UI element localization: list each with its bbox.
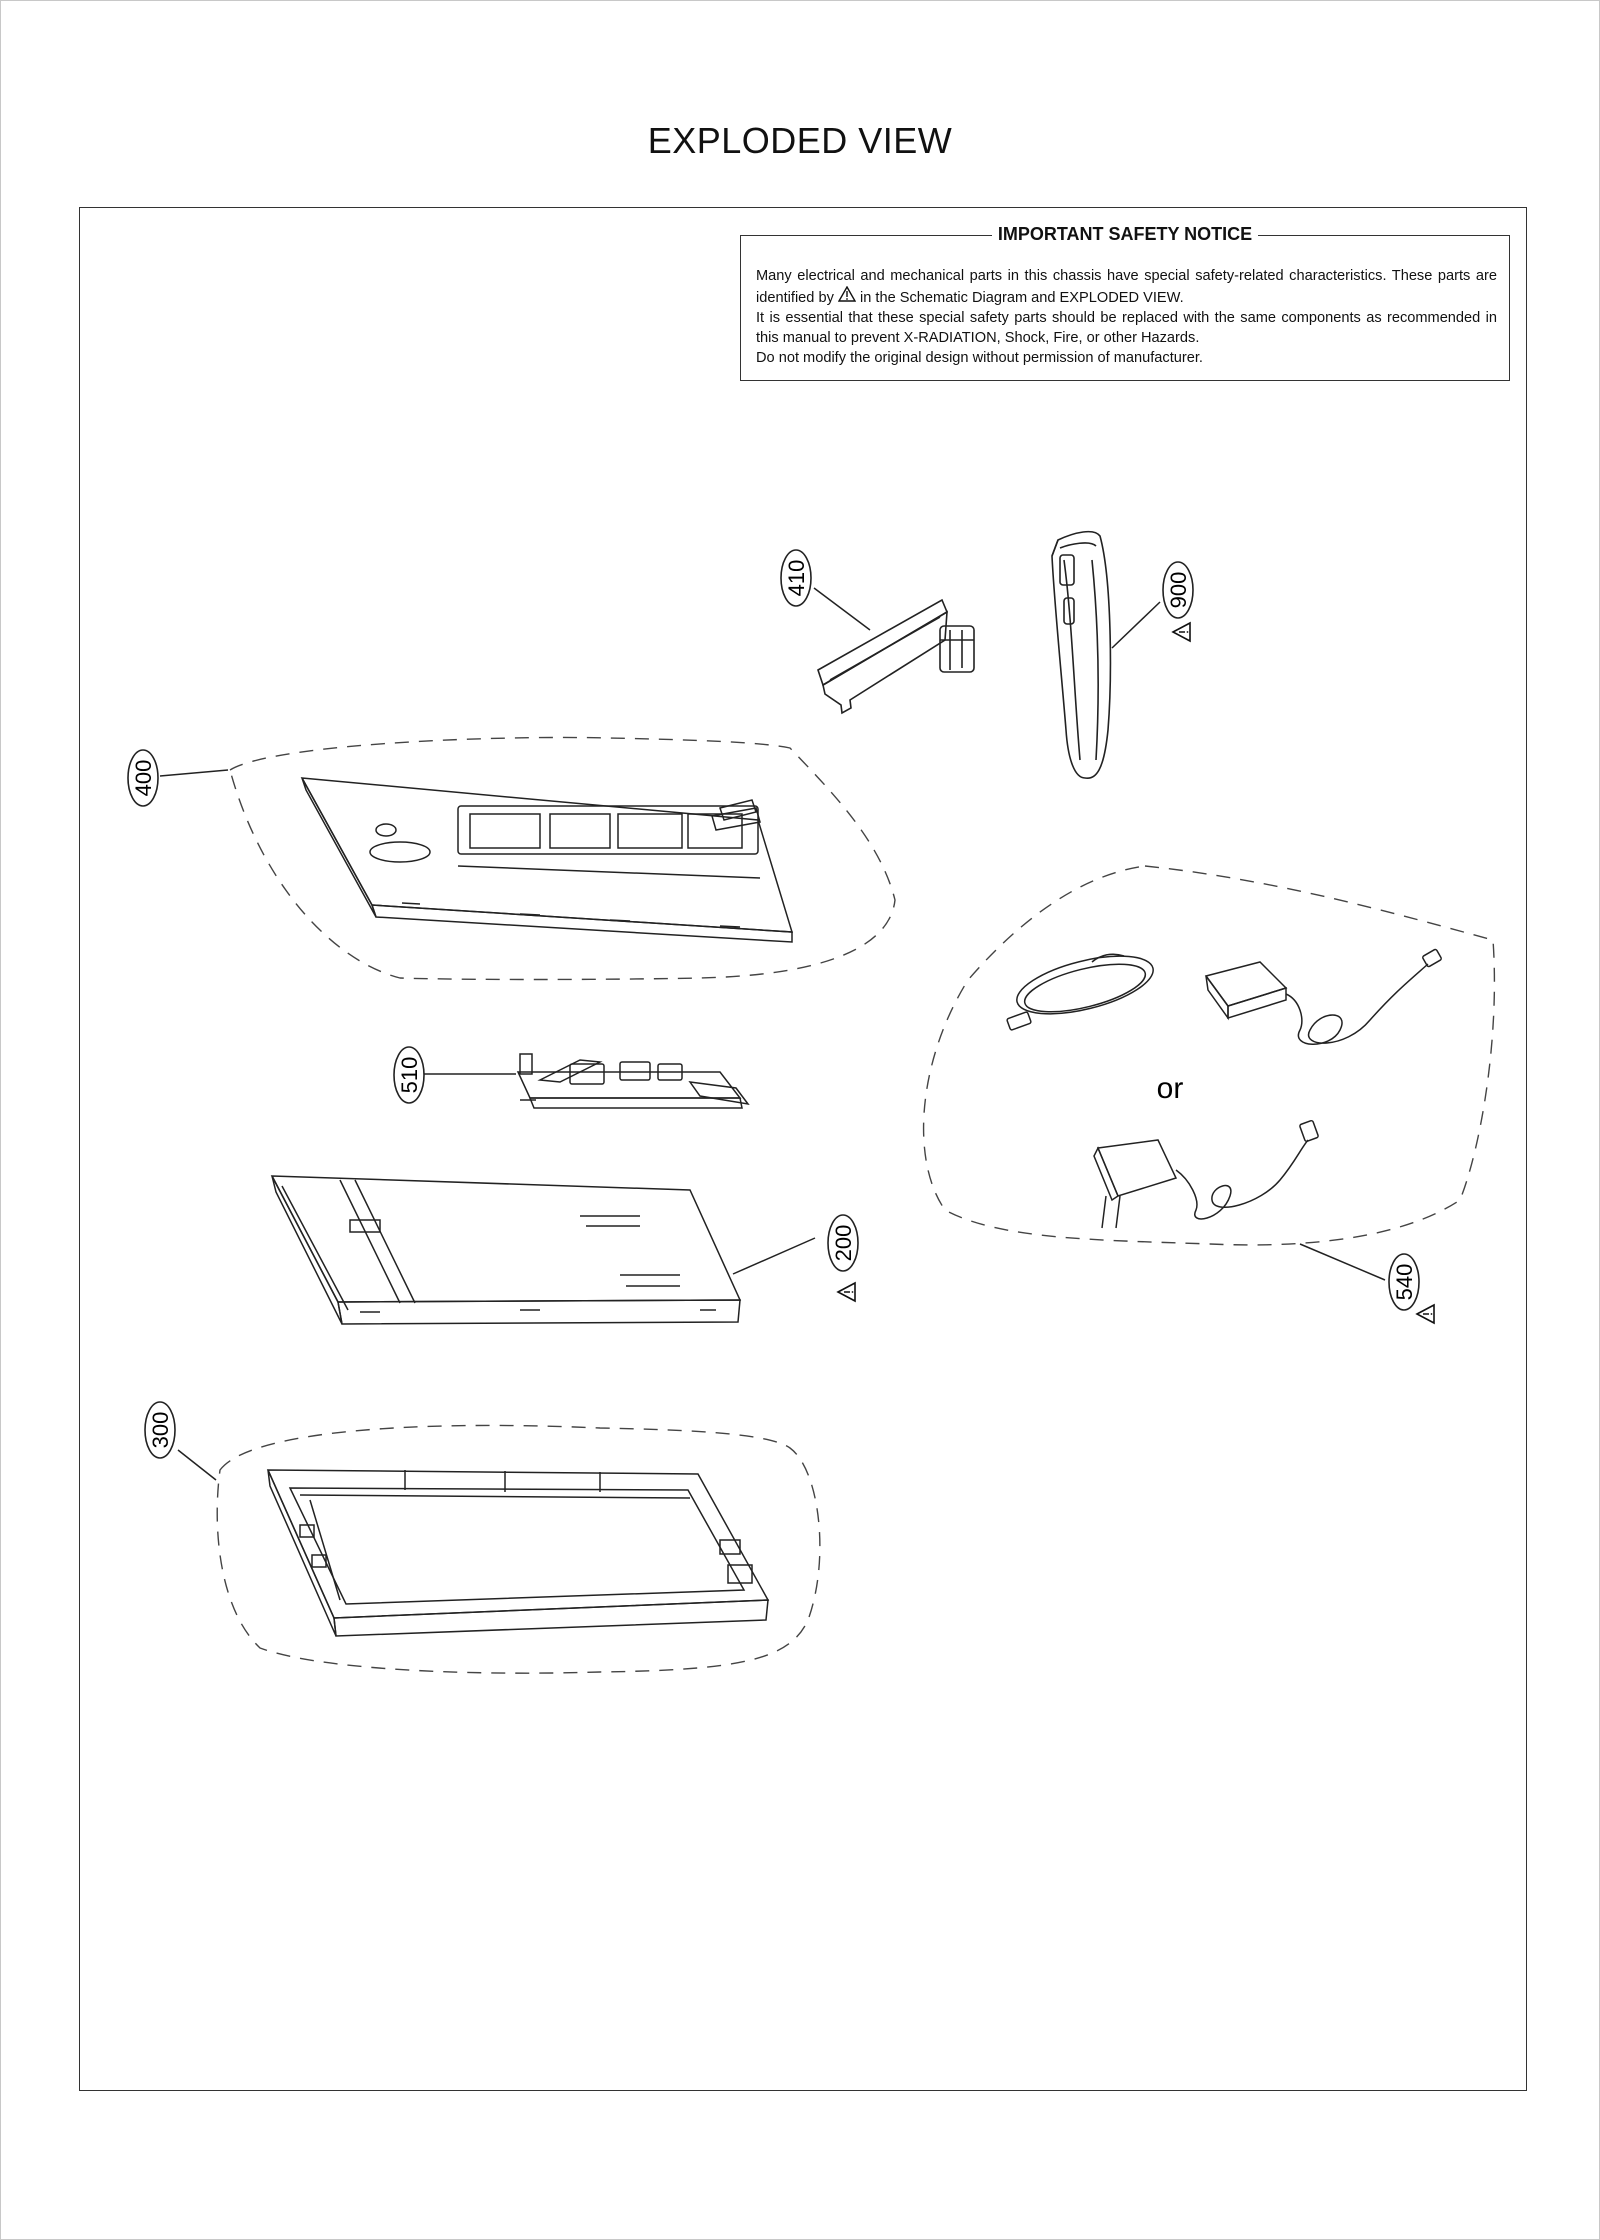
part-540-adapter-box — [1204, 948, 1442, 1045]
part-300-front-bezel — [266, 1469, 770, 1637]
leader-540 — [1299, 1243, 1386, 1281]
safety-notice-box: IMPORTANT SAFETY NOTICE Many electrical … — [740, 224, 1510, 381]
callout-900: 900 — [1162, 561, 1194, 619]
part-400-dashed-outline — [229, 736, 896, 981]
part-540-power-cord — [1006, 953, 1154, 1031]
callout-510: 510 — [393, 1046, 425, 1104]
callout-410-label: 410 — [784, 560, 809, 597]
safety-notice-paragraph-2: It is essential that these special safet… — [756, 310, 1497, 346]
callout-900-label: 900 — [1166, 572, 1191, 609]
callout-200-label: 200 — [831, 1225, 856, 1262]
part-510-main-board — [516, 1053, 750, 1109]
safety-notice-paragraph-1: Many electrical and mechanical parts in … — [756, 266, 1497, 308]
warning-triangle-icon — [837, 1282, 856, 1302]
safety-notice-body: Many electrical and mechanical parts in … — [756, 266, 1497, 368]
leader-300 — [177, 1449, 217, 1481]
callout-400: 400 — [127, 749, 159, 807]
warning-triangle-icon — [837, 286, 856, 302]
part-200-lcd-panel — [270, 1175, 742, 1325]
safety-notice-text-1a: Many electrical and mechanical parts in … — [756, 268, 1497, 306]
leader-200 — [732, 1237, 816, 1275]
leader-900 — [1111, 601, 1161, 649]
part-540-wall-adapter — [1093, 1119, 1319, 1229]
page-title: EXPLODED VIEW — [647, 120, 953, 161]
warning-triangle-icon — [1416, 1304, 1435, 1324]
callout-400-label: 400 — [131, 760, 156, 797]
callout-510-label: 510 — [397, 1057, 422, 1094]
leader-400 — [159, 769, 229, 777]
drawing-frame — [79, 207, 1527, 2091]
part-400-rear-cover — [300, 777, 794, 943]
part-410-stand-neck — [817, 598, 975, 715]
safety-notice-text-1b: in the Schematic Diagram and EXPLODED VI… — [860, 290, 1184, 306]
callout-540-label: 540 — [1392, 1264, 1417, 1301]
leader-410 — [813, 587, 871, 631]
safety-notice-paragraph-3: Do not modify the original design withou… — [756, 350, 1203, 366]
part-900-stand-base — [1051, 530, 1112, 779]
callout-200: 200 — [827, 1214, 859, 1272]
callout-300-label: 300 — [148, 1412, 173, 1449]
or-label: or — [1157, 1072, 1184, 1105]
callout-300: 300 — [144, 1401, 176, 1459]
callout-410: 410 — [780, 549, 812, 607]
warning-triangle-icon — [1172, 622, 1191, 642]
part-540-dashed-outline — [922, 865, 1496, 1246]
callout-540: 540 — [1388, 1253, 1420, 1311]
safety-notice-title: IMPORTANT SAFETY NOTICE — [991, 224, 1259, 244]
part-300-dashed-outline — [216, 1424, 821, 1674]
